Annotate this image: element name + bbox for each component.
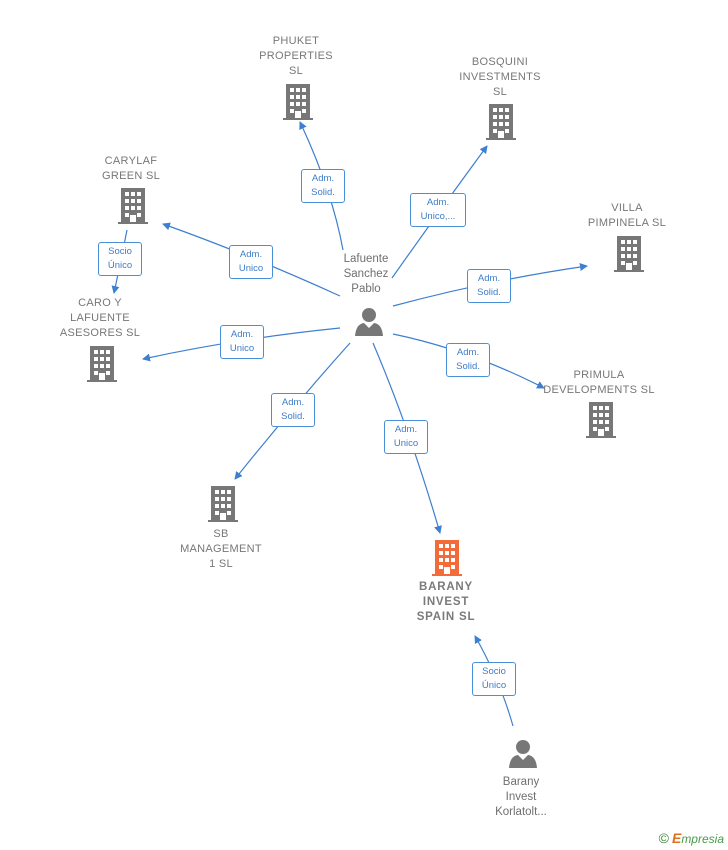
building-icon[interactable]	[614, 236, 644, 277]
building-icon[interactable]	[586, 402, 616, 443]
node-label-villa[interactable]: VILLA PIMPINELA SL	[587, 202, 667, 229]
edge-label-barany: Adm. Unico	[384, 420, 428, 454]
node-label-carylaf[interactable]: CARYLAF GREEN SL	[101, 155, 161, 182]
brand-logo[interactable]: © Empresia	[659, 830, 724, 846]
edge-label-villa: Adm. Solid.	[467, 269, 511, 303]
building-icon[interactable]	[208, 486, 238, 527]
node-label-korlatolt[interactable]: Barany Invest Korlatolt...	[495, 776, 547, 818]
node-label-lafuente[interactable]: Lafuente Sanchez Pablo	[343, 253, 389, 295]
copyright-icon: ©	[658, 830, 669, 846]
edge-label-carylaf: Adm. Unico	[229, 245, 273, 279]
building-icon[interactable]	[118, 188, 148, 229]
brand-initial: E	[671, 830, 682, 846]
building-icon[interactable]	[283, 84, 313, 125]
edge-label-caro: Adm. Unico	[220, 325, 264, 359]
building-icon[interactable]	[87, 346, 117, 387]
edge-label-phuket: Adm. Solid.	[301, 169, 345, 203]
node-label-sb[interactable]: SB MANAGEMENT 1 SL	[180, 528, 262, 570]
edge-label-bosquini: Adm. Unico,...	[410, 193, 466, 227]
edge-label-carylaf-caro: Socio Único	[98, 242, 142, 276]
focus-building-icon[interactable]	[432, 540, 462, 581]
person-icon[interactable]	[354, 306, 384, 341]
edge-label-korlatolt-barany: Socio Único	[472, 662, 516, 696]
edge-label-primula: Adm. Solid.	[446, 343, 490, 377]
node-label-barany[interactable]: BARANY INVEST SPAIN SL	[416, 581, 476, 623]
brand-name: mpresia	[681, 832, 724, 846]
person-icon[interactable]	[508, 738, 538, 773]
node-label-bosquini[interactable]: BOSQUINI INVESTMENTS SL	[459, 56, 541, 98]
building-icon[interactable]	[486, 104, 516, 145]
node-label-phuket[interactable]: PHUKET PROPERTIES SL	[259, 35, 333, 77]
node-label-caro[interactable]: CARO Y LAFUENTE ASESORES SL	[59, 297, 141, 339]
node-label-primula[interactable]: PRIMULA DEVELOPMENTS SL	[543, 369, 655, 396]
edge-label-sb: Adm. Solid.	[271, 393, 315, 427]
